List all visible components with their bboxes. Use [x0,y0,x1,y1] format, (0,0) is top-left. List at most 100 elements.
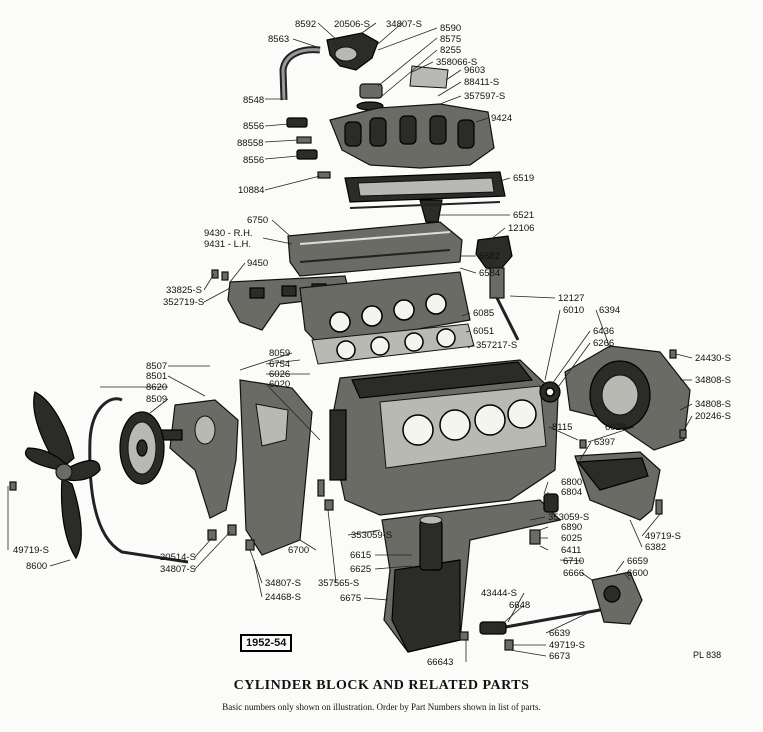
part-label: 8590 [440,23,461,34]
water-pump [159,399,239,519]
part-label: 8556 [243,155,264,166]
head-gasket [311,323,475,365]
part-label: 34807-S [265,578,301,589]
part-label: 8556 [243,121,264,132]
part-label: 6890 [561,522,582,533]
part-label: 6266 [593,338,614,349]
part-label: 6710 [563,556,584,567]
part-label: 6615 [350,550,371,561]
part-label: 6648 [509,600,530,611]
part-label: 43444-S [481,588,517,599]
oil-pump-inlet [419,515,443,571]
bypass-hose [279,46,321,101]
part-label: 88411-S [464,77,499,88]
part-label: 6700 [288,545,309,556]
part-label: 9603 [464,65,485,76]
part-label: 6582 [479,251,500,262]
part-label: 34807-S [386,19,422,30]
valley-cover [344,171,506,223]
part-label: 8255 [440,45,461,56]
part-label: 6026 [269,369,290,380]
intake-manifold [329,65,495,169]
part-label: 6020 [269,379,290,390]
part-label: 6382 [645,542,666,553]
part-label: 8600 [26,561,47,572]
part-label: 9424 [491,113,512,124]
part-label: 6397 [594,437,615,448]
part-label: 6659 [627,556,648,567]
part-label: 8620 [146,382,167,393]
part-label: 8059 [269,348,290,359]
part-label: 20506-S [334,19,370,30]
part-label: 66643 [427,657,453,668]
part-label: 9450 [247,258,268,269]
part-label: 6394 [599,305,620,316]
part-label: 9430 - R.H. [204,228,253,239]
part-label: 34808-S [695,399,731,410]
part-label: 12106 [508,223,534,234]
thermostat-housing [326,32,384,111]
part-label: 12127 [558,293,584,304]
oil-pump [479,571,643,635]
part-label: 20514-S [160,552,196,563]
part-label: 49719-S [645,531,681,542]
part-label: 8563 [268,34,289,45]
part-label: 9431 - L.H. [204,239,251,250]
part-label: 357217-S [476,340,517,351]
part-label: 6025 [561,533,582,544]
part-label: 8592 [295,19,316,30]
part-label: 24430-S [695,353,731,364]
part-label: 6754 [269,359,290,370]
fan-pulley [119,411,165,485]
distributor [475,235,520,341]
part-label: 8509 [146,394,167,405]
part-label: 6026 [605,422,626,433]
part-label: 33825-S [166,285,202,296]
part-label: 6051 [473,326,494,337]
part-label: 49719-S [13,545,49,556]
part-label: 6010 [563,305,584,316]
part-label: 357565-S [318,578,359,589]
part-label: 6639 [549,628,570,639]
part-label: 8575 [440,34,461,45]
flywheel-housing [539,345,691,451]
timing-cover [239,379,313,556]
part-label: 353059-S [548,512,589,523]
part-label: 24468-S [265,592,301,603]
part-label: 6519 [513,173,534,184]
part-label: 353059-S [351,530,392,541]
part-label: 8115 [552,422,572,433]
rear-seal-retainer [574,451,661,521]
part-label: 8548 [243,95,264,106]
part-label: 6666 [563,568,584,579]
oil-pan [381,499,562,653]
part-label: 6436 [593,326,614,337]
part-labels: 8592 20506-S 34807-S 8590 8563 8575 8255… [13,19,731,668]
part-label: 10884 [238,185,264,196]
part-label: 6411 [561,545,581,556]
cooling-fan [25,391,101,560]
cylinder-block [329,359,559,516]
footnote: Basic numbers only shown on illustration… [222,702,541,712]
plate-reference: PL 838 [693,650,722,660]
leader-lines [7,22,693,662]
heater-fittings [286,117,331,179]
part-label: 8501 [146,371,167,382]
rocker-cover [287,221,463,277]
part-label: 6675 [340,593,361,604]
page-title: CYLINDER BLOCK AND RELATED PARTS [233,678,530,693]
part-label: 6800 [561,477,582,488]
part-label: 8507 [146,361,167,372]
part-label: 352719-S [163,297,204,308]
part-label: 34807-S [160,564,196,575]
small-hardware [9,269,687,651]
part-label: 49719-S [549,640,585,651]
part-label: 34808-S [695,375,731,386]
year-badge: 1952-54 [240,634,293,652]
part-label: 6804 [561,487,582,498]
part-label: 6600 [627,568,648,579]
part-label: 358066-S [436,57,477,68]
part-label: 6521 [513,210,534,221]
part-label: 6750 [247,215,268,226]
